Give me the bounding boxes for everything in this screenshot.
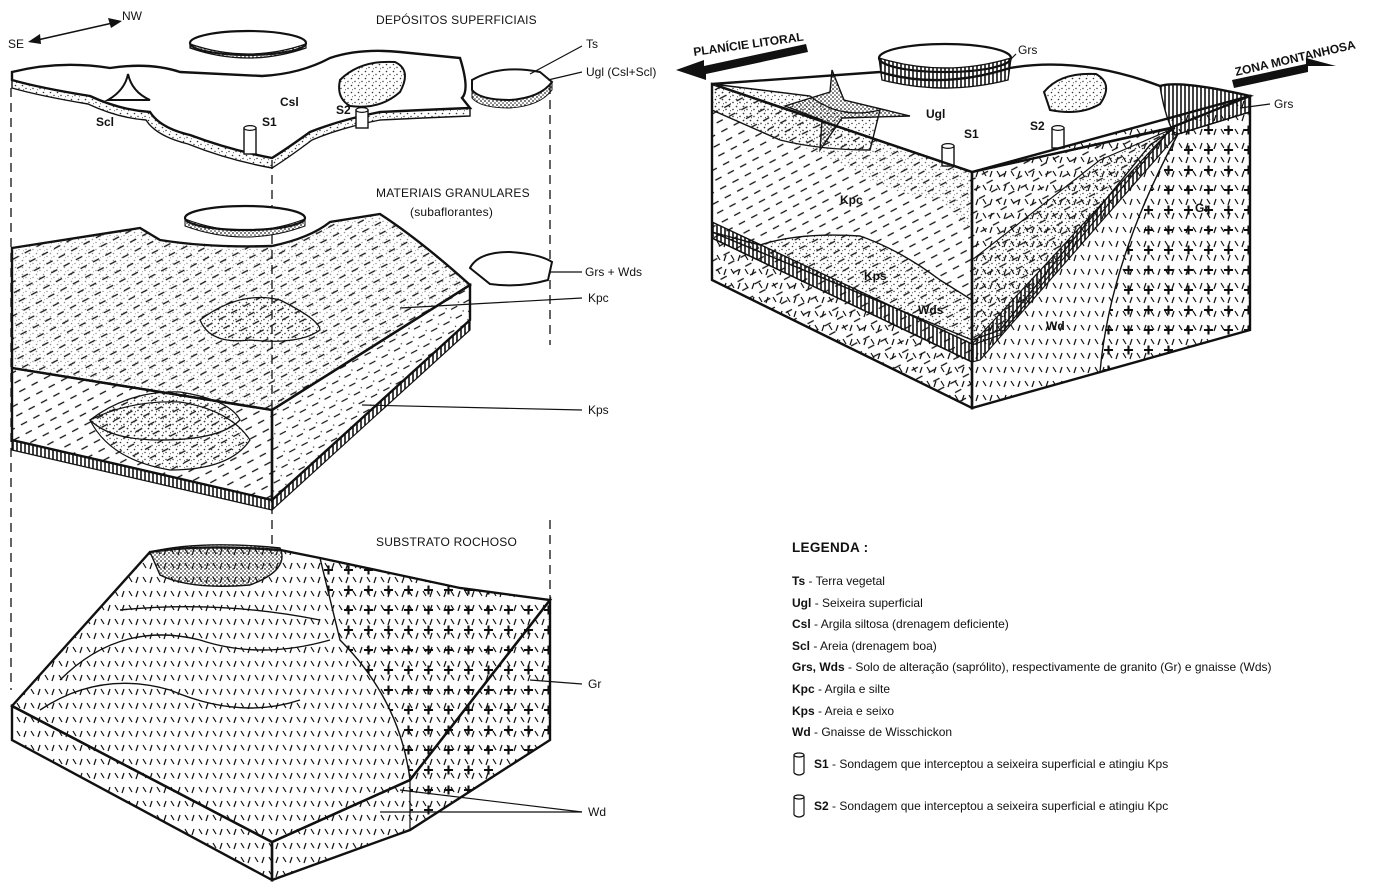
wd-callout-label: Wd	[588, 805, 606, 819]
legend-code: Kpc	[792, 682, 815, 696]
bedrock-block: SUBSTRATO ROCHOSO Gr Wd	[12, 535, 606, 880]
legend-code: Grs, Wds	[792, 660, 845, 674]
surface-deposits-title: DEPÓSITOS SUPERFICIAIS	[376, 12, 537, 27]
kps-callout-label: Kps	[588, 403, 609, 417]
planicie-litoral-arrow: PLANÍCIE LITORAL	[676, 29, 808, 80]
legend-code: S1	[814, 750, 829, 778]
csl-label: Csl	[280, 95, 299, 109]
legend-item: Wd - Gnaisse de Wisschickon	[792, 722, 1352, 744]
legend-code: Ts	[792, 574, 805, 588]
right-gr-label: Gr	[1195, 201, 1209, 215]
grs-wds-callout-label: Grs + Wds	[585, 265, 642, 279]
right-kpc-label: Kpc	[840, 193, 863, 207]
borehole-s2-surface	[356, 108, 368, 128]
legend-text: - Sondagem que interceptou a seixeira su…	[832, 750, 1168, 778]
nw-label: NW	[122, 9, 143, 23]
borehole-icon	[792, 794, 806, 818]
legend-text: - Areia e seixo	[818, 704, 894, 718]
granular-top-face	[12, 214, 470, 510]
legend-text: - Sondagem que interceptou a seixeira su…	[832, 792, 1168, 820]
legend-item: Kpc - Argila e silte	[792, 679, 1352, 701]
kpc-callout-label: Kpc	[588, 291, 609, 305]
legend-text: - Areia (drenagem boa)	[813, 639, 936, 653]
right-grs-top-label: Grs	[1018, 43, 1037, 57]
legend-code: Csl	[792, 617, 811, 631]
legend-item: Ugl - Seixeira superficial	[792, 593, 1352, 615]
legend-item: Ts - Terra vegetal	[792, 571, 1352, 593]
se-label: SE	[8, 37, 24, 51]
right-borehole-s2	[1052, 126, 1064, 148]
right-s2-label: S2	[1030, 119, 1045, 133]
legend-code: Ugl	[792, 596, 811, 610]
bedrock-title: SUBSTRATO ROCHOSO	[376, 535, 517, 549]
legend-text: - Gnaisse de Wisschickon	[814, 725, 952, 739]
granular-materials-block: MATERIAIS GRANULARES (subaflorantes) Grs…	[12, 186, 642, 510]
granular-title-line2: (subaflorantes)	[410, 205, 493, 219]
borehole-icon	[792, 752, 806, 776]
legend-code: Kps	[792, 704, 815, 718]
legend-item-list: Ts - Terra vegetal Ugl - Seixeira superf…	[792, 571, 1352, 744]
ugl-callout: Ugl (Csl+Scl)	[548, 65, 656, 80]
legend-text: - Solo de alteração (saprólito), respect…	[848, 660, 1272, 674]
legend-text: - Argila siltosa (drenagem deficiente)	[814, 617, 1009, 631]
legend-item: Kps - Areia e seixo	[792, 701, 1352, 723]
legend-text: - Terra vegetal	[808, 574, 884, 588]
ts-callout-label: Ts	[586, 37, 598, 51]
legend-borehole-s2: S2 - Sondagem que interceptou a seixeira…	[792, 792, 1352, 820]
right-wds-label: Wds	[918, 303, 944, 317]
legend-item: Grs, Wds - Solo de alteração (saprólito)…	[792, 657, 1352, 679]
grs-wds-callout: Grs + Wds	[550, 265, 642, 279]
legend-item: Scl - Areia (drenagem boa)	[792, 636, 1352, 658]
right-wd-label: Wd	[1046, 319, 1065, 333]
right-ugl-label: Ugl	[926, 107, 945, 121]
right-block-diagram: PLANÍCIE LITORAL ZONA MONTANHOSA	[676, 29, 1357, 408]
borehole-s1-surface	[244, 126, 256, 154]
granular-title-line1: MATERIAIS GRANULARES	[376, 186, 530, 200]
surface-deposits-slab: Scl Csl S1 S2 DEPÓSITOS SUPERFICIAIS Ts …	[12, 12, 656, 168]
legend-borehole-s1: S1 - Sondagem que interceptou a seixeira…	[792, 750, 1352, 778]
right-s1-label: S1	[964, 127, 979, 141]
granular-right-slab	[470, 252, 552, 285]
s2-label: S2	[336, 103, 351, 117]
legend-code: Scl	[792, 639, 810, 653]
right-kps-label: Kps	[864, 269, 887, 283]
legend: LEGENDA : Ts - Terra vegetal Ugl - Seixe…	[792, 540, 1352, 820]
legend-text: - Argila e silte	[818, 682, 890, 696]
s1-label: S1	[262, 115, 277, 129]
legend-text: - Seixeira superficial	[815, 596, 923, 610]
se-nw-orientation-arrow: SE NW	[8, 9, 143, 51]
right-grs-right-label: Grs	[1274, 97, 1293, 111]
zona-montanhosa-arrow: ZONA MONTANHOSA	[1232, 37, 1357, 88]
scl-label: Scl	[96, 115, 114, 129]
ugl-callout-label: Ugl (Csl+Scl)	[586, 65, 656, 79]
legend-item: Csl - Argila siltosa (drenagem deficient…	[792, 614, 1352, 636]
legend-title: LEGENDA :	[792, 540, 1352, 555]
gr-callout-label: Gr	[588, 677, 601, 691]
kps-callout: Kps	[362, 403, 609, 417]
legend-code: S2	[814, 792, 829, 820]
legend-code: Wd	[792, 725, 811, 739]
left-exploded-diagram: SE NW Sc	[8, 9, 656, 880]
